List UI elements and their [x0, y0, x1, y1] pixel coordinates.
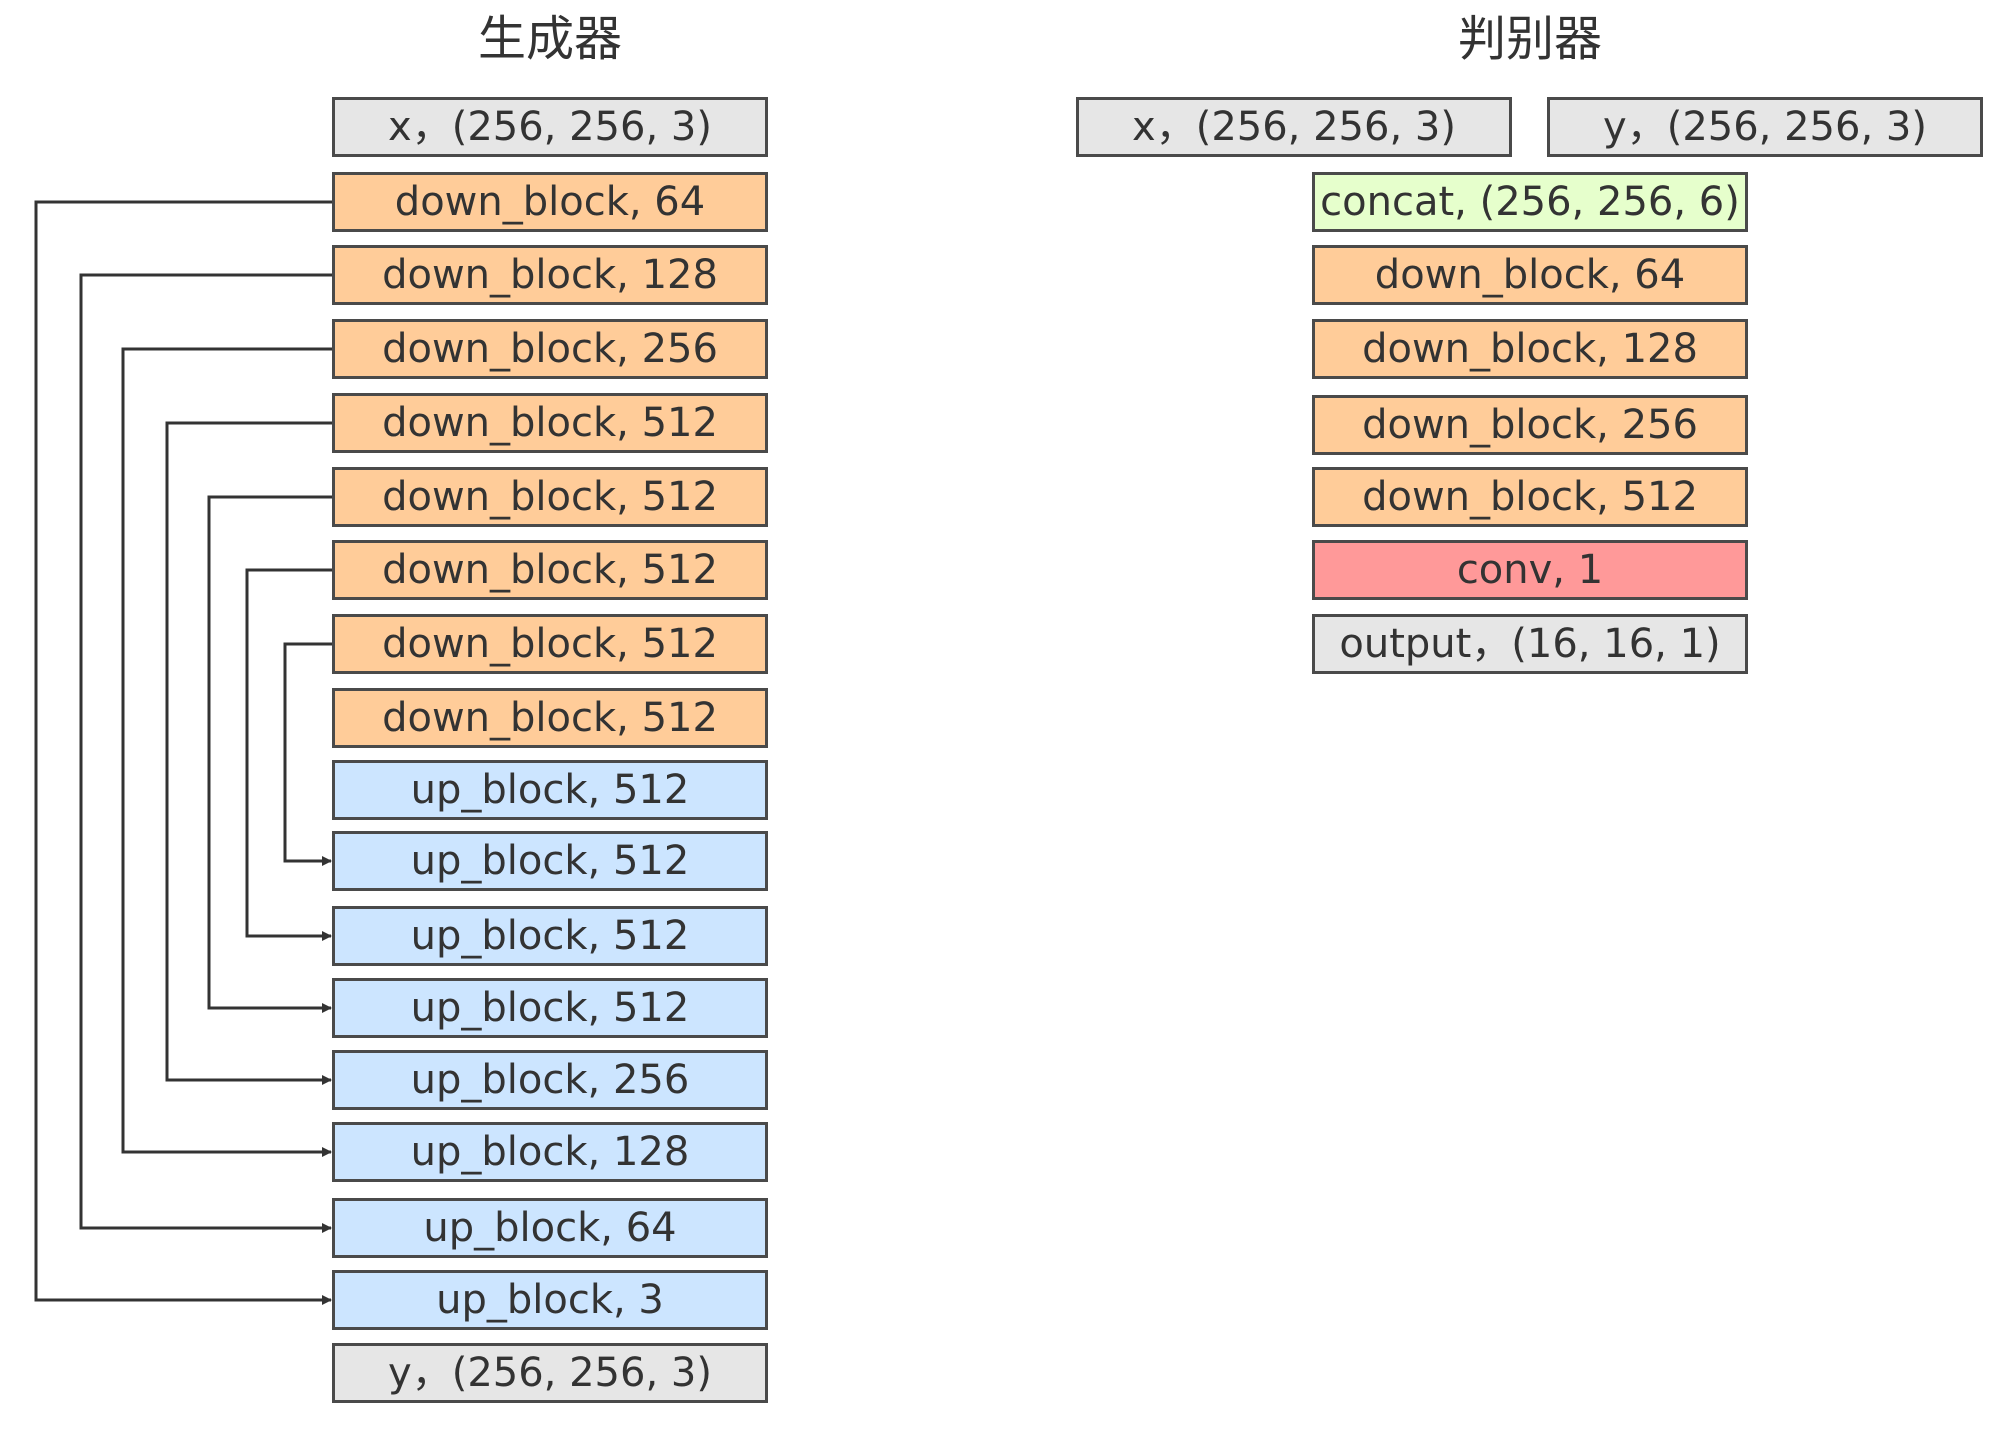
- gen-block-up-64: up_block, 64: [332, 1198, 768, 1258]
- skip-connection-2: [79, 273, 332, 1233]
- disc-block-down-64: down_block, 64: [1312, 245, 1748, 305]
- gen-block-up-512-b: up_block, 512: [332, 831, 768, 891]
- gen-block-down-512-b: down_block, 512: [332, 467, 768, 527]
- skip-connection-6: [245, 568, 332, 941]
- gen-block-down-64: down_block, 64: [332, 172, 768, 232]
- gen-block-up-256: up_block, 256: [332, 1050, 768, 1110]
- disc-block-down-256: down_block, 256: [1312, 395, 1748, 455]
- gen-block-up-128: up_block, 128: [332, 1122, 768, 1182]
- gen-block-down-512-e: down_block, 512: [332, 688, 768, 748]
- gen-block-up-512-c: up_block, 512: [332, 906, 768, 966]
- disc-input-y: y，(256, 256, 3): [1547, 97, 1983, 157]
- gen-block-output: y，(256, 256, 3): [332, 1343, 768, 1403]
- disc-block-down-512: down_block, 512: [1312, 467, 1748, 527]
- disc-block-down-128: down_block, 128: [1312, 319, 1748, 379]
- gen-block-down-512-c: down_block, 512: [332, 540, 768, 600]
- disc-block-conv: conv, 1: [1312, 540, 1748, 600]
- gen-block-down-512-a: down_block, 512: [332, 393, 768, 453]
- gen-block-up-3: up_block, 3: [332, 1270, 768, 1330]
- skip-connection-7: [283, 642, 332, 866]
- disc-block-output: output，(16, 16, 1): [1312, 614, 1748, 674]
- gen-block-input: x，(256, 256, 3): [332, 97, 768, 157]
- gen-block-down-256: down_block, 256: [332, 319, 768, 379]
- skip-connection-3: [121, 347, 332, 1157]
- skip-connection-1: [34, 200, 332, 1305]
- gen-block-down-512-d: down_block, 512: [332, 614, 768, 674]
- generator-title: 生成器: [477, 11, 622, 67]
- gen-block-up-512-d: up_block, 512: [332, 978, 768, 1038]
- disc-input-x: x，(256, 256, 3): [1076, 97, 1512, 157]
- disc-block-concat: concat, (256, 256, 6): [1312, 172, 1748, 232]
- gen-block-up-512-a: up_block, 512: [332, 760, 768, 820]
- gen-block-down-128: down_block, 128: [332, 245, 768, 305]
- discriminator-title: 判别器: [1457, 11, 1602, 67]
- skip-connection-5: [207, 495, 332, 1013]
- skip-connection-4: [165, 421, 332, 1085]
